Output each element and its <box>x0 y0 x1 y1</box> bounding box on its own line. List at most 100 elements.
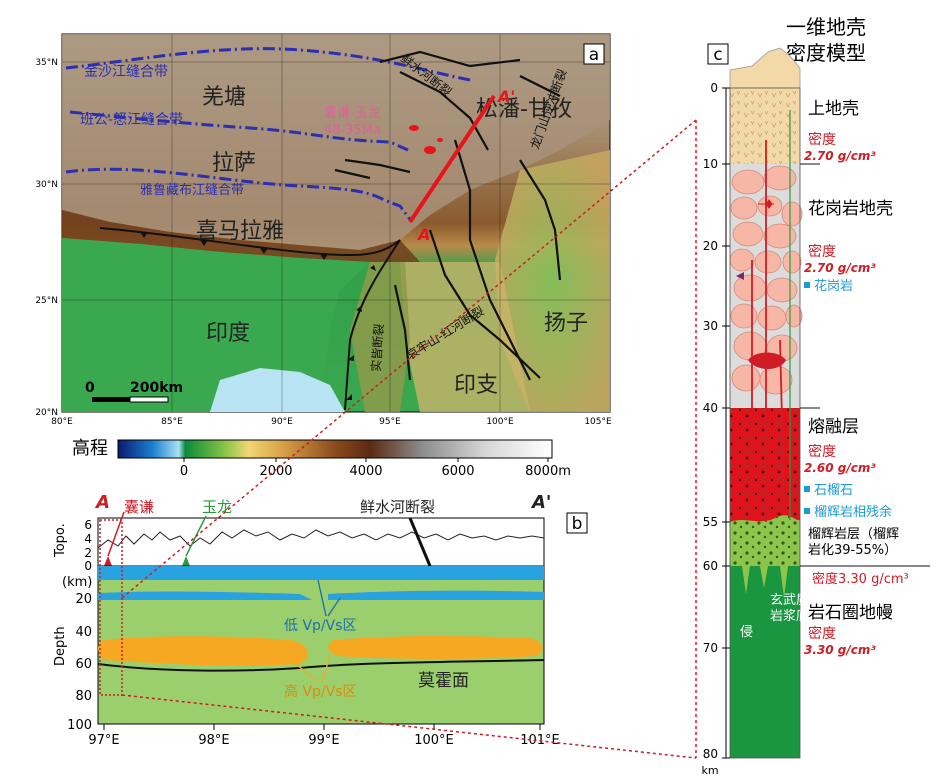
panel-c-density-model: 一维地壳 密度模型 c <box>701 15 930 777</box>
garnet-legend-swatch <box>804 486 810 492</box>
fault-trace-5 <box>453 139 531 381</box>
value-upper-density: 2.70 g/cm³ <box>804 149 876 163</box>
magma-blob <box>748 352 786 369</box>
x-tick-97: 97°E <box>88 733 119 748</box>
column-top-topography <box>729 47 801 89</box>
label-lhasa: 拉萨 <box>212 151 256 176</box>
high-zone-leader-2 <box>321 655 331 683</box>
label-indochina: 印支 <box>454 373 498 398</box>
fault-trace-7 <box>428 229 541 379</box>
topo-tick-0: 0 <box>84 559 92 573</box>
value-melt-density: 2.60 g/cm³ <box>804 461 876 475</box>
label-melt-layer: 熔融层 <box>808 417 859 437</box>
column-border <box>729 87 801 759</box>
low-zone-leader-2 <box>327 597 341 617</box>
label-granite-crust: 花岗岩地壳 <box>808 199 893 219</box>
depth-unit: (km) <box>62 575 92 590</box>
depth-c-55: 55 <box>703 515 718 529</box>
lon-tick-105: 105°E <box>584 417 612 427</box>
label-india: 印度 <box>206 321 250 346</box>
mantle-layer <box>730 566 800 758</box>
depth-tick-80: 80 <box>75 689 92 704</box>
high-vpvs-body-right <box>328 636 543 659</box>
label-moho: 莫霍面 <box>418 671 469 691</box>
indochina-block <box>400 262 530 412</box>
eclogite-layer <box>730 515 800 566</box>
elevation-tick-8000: 8000m <box>525 464 571 479</box>
depth-c-0: 0 <box>710 81 718 95</box>
fault-trace-2 <box>379 50 521 68</box>
label-bangong-suture: 班公-怒江缝合带 <box>80 112 183 128</box>
depth-c-30: 30 <box>703 319 718 333</box>
panel-label-a: a <box>589 45 599 65</box>
depth-tick-40: 40 <box>75 625 92 640</box>
label-mantle-density: 密度 <box>808 625 836 642</box>
depth-c-unit: km <box>701 764 718 777</box>
label-b-a-prime: A' <box>530 492 551 513</box>
volcanic-patches <box>409 125 443 154</box>
panel-label-a-box <box>583 43 605 65</box>
bangong-nujiang-suture <box>69 110 409 152</box>
panel-b-profile: A A' 囊谦 玉龙 鲜水河断裂 b Topo. 6 4 2 0 低 Vp/Vs… <box>53 492 588 748</box>
purple-marker <box>736 272 744 280</box>
profile-line-a-a <box>408 94 496 224</box>
lat-tick-30: 30°N <box>35 180 58 190</box>
label-mantle: 岩石圈地幔 <box>808 603 893 623</box>
lon-tick-100: 100°E <box>486 417 514 427</box>
label-nangqian-yulong: 囊谦-玉龙 <box>324 105 381 121</box>
label-b-a: A <box>94 492 110 513</box>
depth-tick-20: 20 <box>75 592 92 607</box>
model-title-line1: 一维地壳 <box>786 15 866 39</box>
low-zone-leader-1 <box>317 579 327 617</box>
label-b-xianshuihe: 鲜水河断裂 <box>360 498 435 516</box>
topo-profile-line <box>97 529 545 549</box>
sagaing-fault-trace <box>393 284 412 381</box>
label-underplating-3: 侵 <box>740 624 753 640</box>
label-profile-a-prime: A' <box>496 87 515 106</box>
label-underplating-2: 岩浆底 <box>770 608 809 624</box>
label-garnet: 石榴石 <box>814 483 853 498</box>
lat-tick-20: 20°N <box>35 408 58 418</box>
depth-ticks-c <box>722 87 730 759</box>
label-profile-a: A <box>416 225 430 244</box>
label-upper-density: 密度 <box>808 131 836 148</box>
x-axis-ticks <box>103 724 541 730</box>
topo-tick-4: 4 <box>84 532 92 546</box>
elevation-colorbar: 高程 0 2000 4000 6000 8000m <box>72 438 571 479</box>
yulong-marker <box>182 556 190 566</box>
elevation-title: 高程 <box>72 438 108 459</box>
xianshuihe-fault-trace <box>399 71 489 151</box>
jinsha-suture <box>65 47 471 82</box>
label-high-vpvs: 高 Vp/Vs区 <box>284 683 357 700</box>
lon-tick-80: 80°E <box>51 417 73 427</box>
label-yangtze: 扬子 <box>544 311 588 336</box>
longmenshan-fault-trace <box>519 75 561 97</box>
upper-low-vpvs-layer <box>98 566 544 580</box>
eclogite-relic-swatch <box>804 508 810 514</box>
depth-c-10: 10 <box>703 157 718 171</box>
panel-a-map: 35°N 30°N 25°N 20°N 80°E 85°E 90°E 95°E … <box>35 33 612 427</box>
scale-bar <box>92 397 130 402</box>
main-frontal-thrust <box>99 227 401 411</box>
xianshuihe-marker-line <box>408 517 432 567</box>
magma-star <box>758 199 774 209</box>
label-melt-density: 密度 <box>808 443 836 460</box>
label-yarlung-suture: 雅鲁藏布江缝合带 <box>140 183 244 198</box>
depth-tick-60: 60 <box>75 657 92 672</box>
depth-c-60: 60 <box>703 559 718 573</box>
tibetan-plateau <box>62 34 610 250</box>
elevation-ticks <box>183 458 549 462</box>
value-granite-density: 2.70 g/cm³ <box>804 261 876 275</box>
elevation-tick-4000: 4000 <box>349 464 382 479</box>
granite-legend-swatch <box>804 282 810 288</box>
elevation-tick-2000: 2000 <box>259 464 292 479</box>
indian-lowland <box>62 238 370 412</box>
label-b-nangqian: 囊谦 <box>124 498 154 516</box>
bay-of-bengal <box>210 368 345 412</box>
elevation-tick-0: 0 <box>180 464 188 479</box>
label-underplating-1: 玄武质 <box>770 593 809 608</box>
label-low-vpvs: 低 Vp/Vs区 <box>284 618 357 634</box>
thrust-teeth <box>140 232 376 400</box>
suture-lines <box>65 47 471 223</box>
scale-bar-white <box>129 396 169 403</box>
